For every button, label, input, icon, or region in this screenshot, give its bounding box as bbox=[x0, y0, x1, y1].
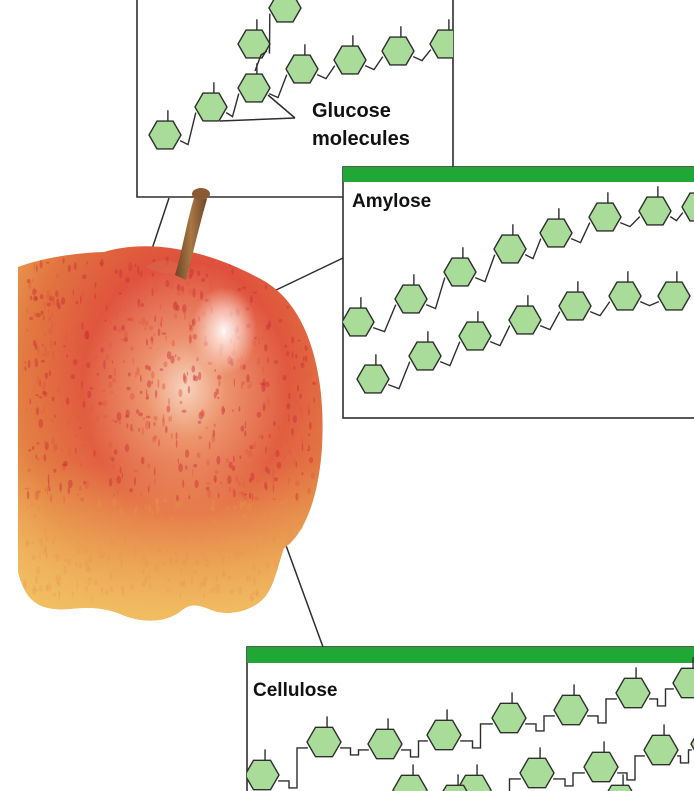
apple-stem-tip bbox=[192, 188, 210, 200]
amylose-header-bar bbox=[343, 167, 694, 182]
glucose-ring bbox=[540, 219, 572, 247]
cellulose-label: Cellulose bbox=[253, 680, 337, 701]
glucose-ring bbox=[444, 258, 476, 286]
glucose-ring bbox=[357, 365, 389, 393]
glucose-ring bbox=[658, 282, 690, 310]
glucose-ring bbox=[382, 37, 414, 65]
glucose-ring bbox=[342, 308, 374, 336]
glucose-ring bbox=[609, 282, 641, 310]
glucose-ring bbox=[589, 203, 621, 231]
glucose-ring bbox=[238, 30, 270, 58]
glucose-ring bbox=[559, 292, 591, 320]
apple-photo bbox=[18, 188, 323, 621]
glucose-ring bbox=[639, 197, 671, 225]
connector-amylose-panel bbox=[272, 258, 343, 292]
glucose-ring bbox=[494, 235, 526, 263]
amylose-label: Amylose bbox=[352, 191, 431, 212]
connector-cellulose-panel bbox=[284, 540, 323, 647]
amylose-panel: Amylose bbox=[342, 167, 694, 418]
cellulose-panel: Cellulose bbox=[245, 647, 694, 791]
glucose-ring bbox=[149, 121, 181, 149]
glucose-ring bbox=[238, 74, 270, 102]
glucose-ring bbox=[409, 342, 441, 370]
glycosidic-bond bbox=[269, 14, 270, 54]
glucose-ring bbox=[459, 322, 491, 350]
glucose-ring bbox=[286, 55, 318, 83]
glucose-ring bbox=[430, 30, 462, 58]
cellulose-header-bar bbox=[247, 647, 694, 663]
glucose-ring bbox=[195, 93, 227, 121]
glucose-ring bbox=[395, 285, 427, 313]
apple-highlight bbox=[191, 287, 257, 375]
glucose-ring bbox=[334, 46, 366, 74]
glucose-label-line2: molecules bbox=[312, 128, 410, 150]
glucose-label-line1: Glucose bbox=[312, 100, 391, 122]
glucose-ring bbox=[509, 306, 541, 334]
